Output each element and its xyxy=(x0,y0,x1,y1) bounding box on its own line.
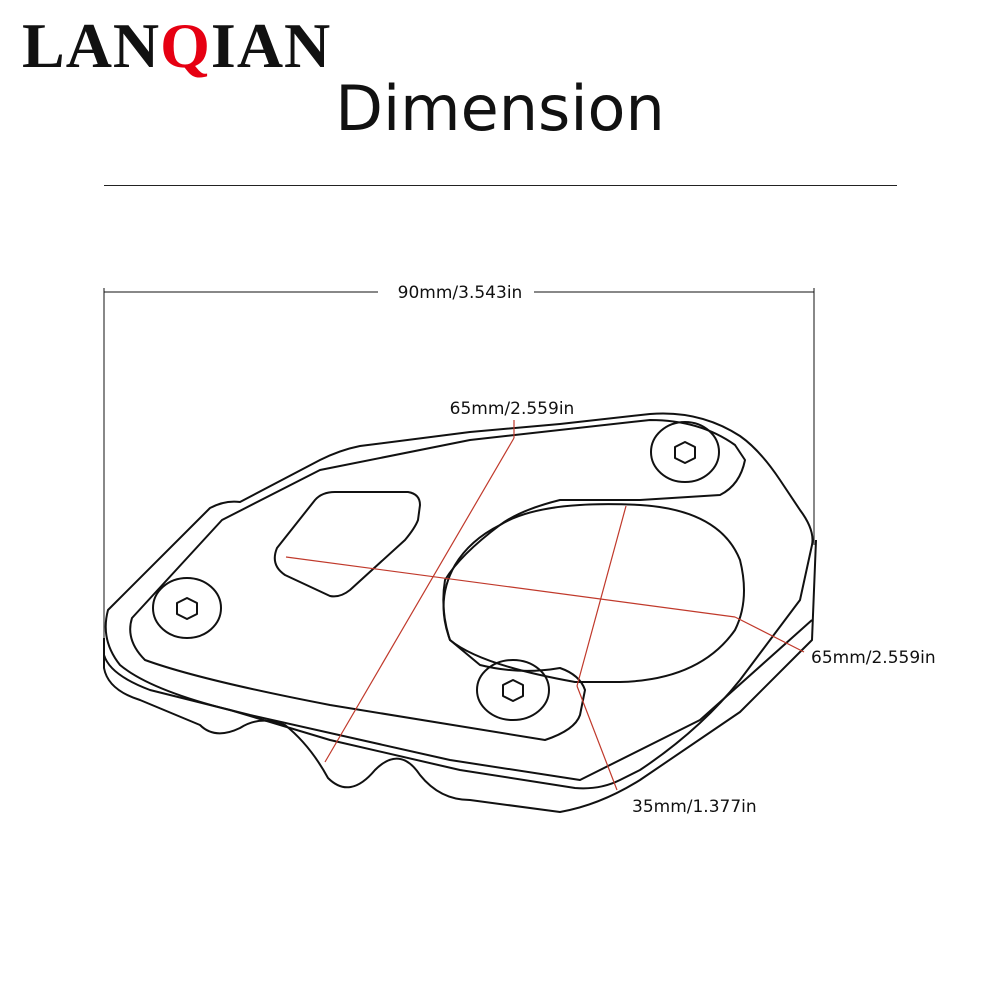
diagonal-b-leader xyxy=(734,616,805,653)
pad-base-edge xyxy=(103,619,813,781)
width-label: 90mm/3.543in xyxy=(398,283,523,303)
thickness-label: 35mm/1.377in xyxy=(632,797,757,817)
diagonal-a-line xyxy=(324,437,515,763)
pad-inner-surface xyxy=(129,419,746,741)
diagonal-b-label: 65mm/2.559in xyxy=(811,648,936,668)
diagonal-b-line xyxy=(285,556,736,618)
brand-logo-q: Q xyxy=(160,10,211,81)
page-title: Dimension xyxy=(335,72,665,145)
screw-head-left xyxy=(152,577,222,639)
side-stand-pad-drawing xyxy=(103,412,817,813)
title-divider xyxy=(104,185,897,186)
diagonal-a-label: 65mm/2.559in xyxy=(450,399,575,419)
brand-logo-part: LAN xyxy=(22,10,161,81)
large-cutout xyxy=(442,503,745,683)
red-dimension-lines xyxy=(285,420,805,791)
thickness-line xyxy=(576,505,627,687)
width-dimension xyxy=(103,288,815,640)
brand-logo-part: IAN xyxy=(210,10,332,81)
small-cutout xyxy=(273,491,421,598)
screw-head-bottom xyxy=(476,659,550,721)
brand-logo: LANQIAN xyxy=(22,14,331,78)
pad-base-outline xyxy=(103,539,817,813)
thickness-leader xyxy=(576,685,618,791)
pad-top-plate xyxy=(104,412,814,790)
screw-head-top-right xyxy=(650,421,720,483)
